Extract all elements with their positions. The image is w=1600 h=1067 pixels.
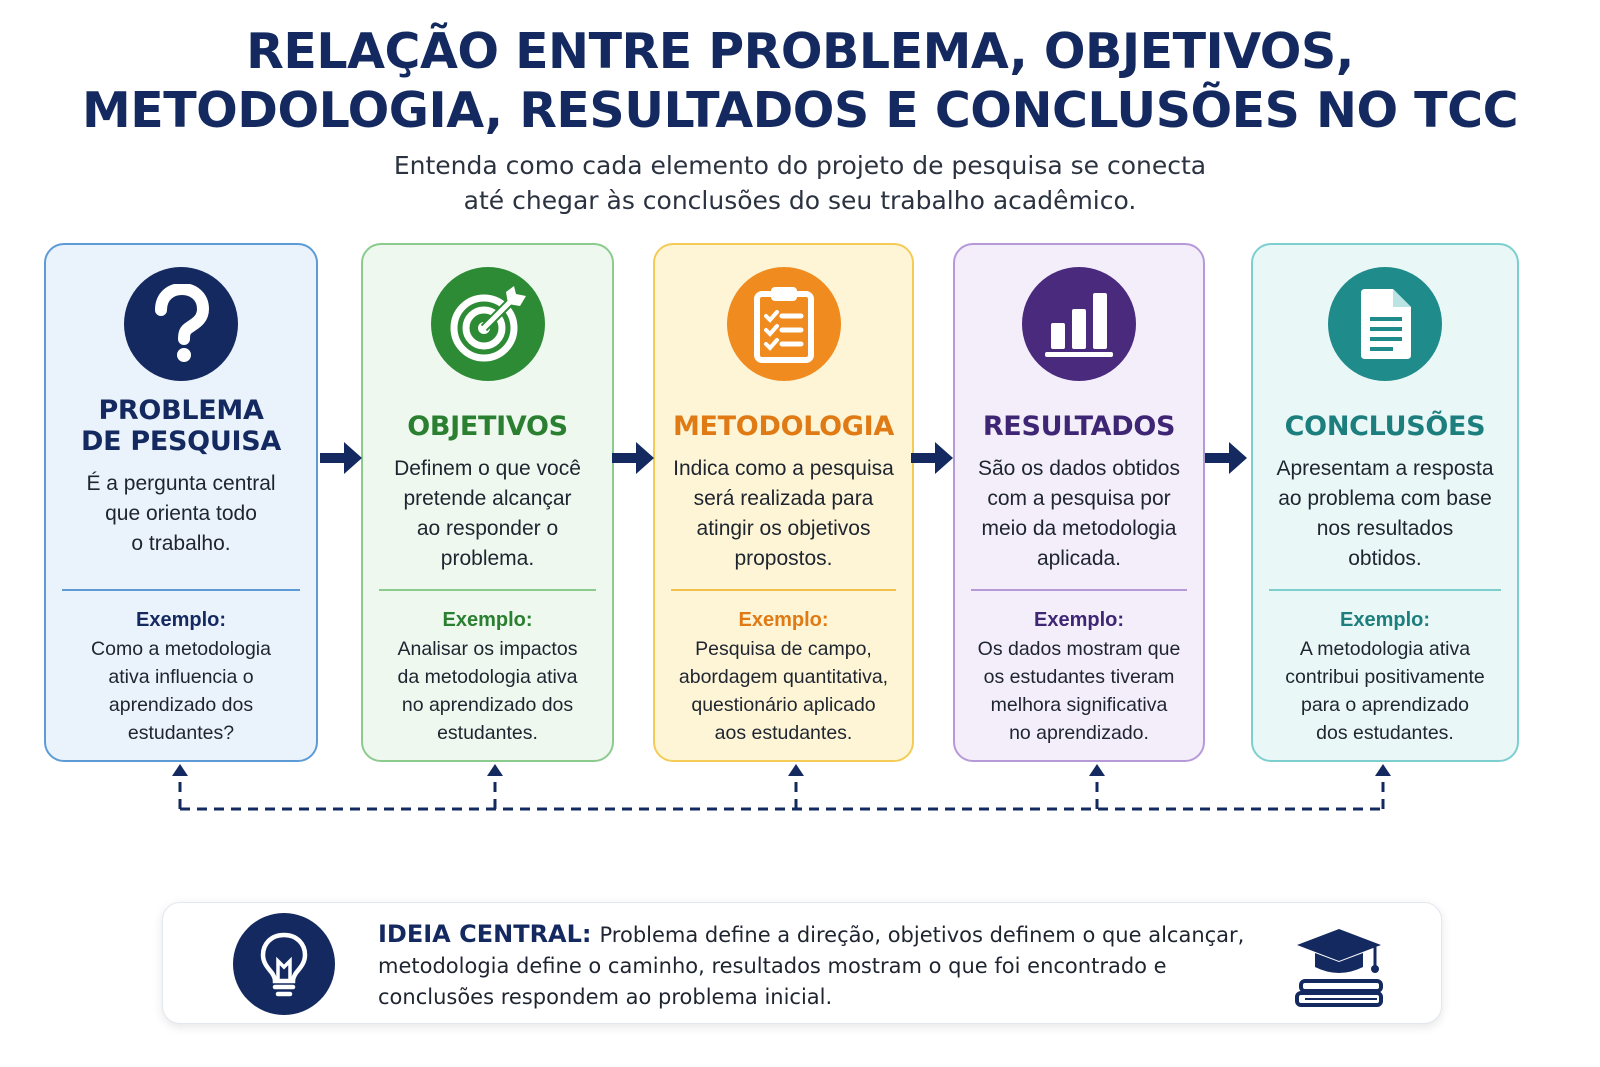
example-text: Os dados mostram que os estudantes tiver… [977, 638, 1181, 744]
card-divider [971, 589, 1187, 591]
document-icon [1361, 289, 1411, 359]
card-title: PROBLEMA DE PESQUISA [81, 395, 281, 457]
card-description: São os dados obtidos com a pesquisa por … [978, 457, 1180, 570]
feedback-connector [172, 764, 1391, 811]
card-divider [1269, 589, 1501, 591]
example-text: Pesquisa de campo, abordagem quantitativ… [678, 638, 889, 744]
arrow-up-icon [487, 764, 503, 776]
flow-arrow-icon [911, 442, 953, 474]
example-label: Exemplo: [442, 609, 533, 631]
example-label: Exemplo: [1033, 609, 1125, 631]
flow-arrow-icon [612, 442, 654, 474]
card-title: OBJETIVOS [407, 410, 568, 442]
example-label: Exemplo: [1339, 609, 1431, 631]
example-text: Como a metodologia ativa influencia o ap… [91, 638, 271, 744]
example-text: Analisar os impactos da metodologia ativ… [397, 638, 578, 744]
card-icon-circle [430, 267, 545, 381]
central-idea-banner: IDEIA CENTRAL:Problema define a direção,… [162, 902, 1442, 1024]
arrow-up-icon [788, 764, 804, 776]
card-icon-circle [124, 267, 238, 381]
card-description: Apresentam a resposta ao problema com ba… [1276, 457, 1494, 570]
arrow-up-icon [1089, 764, 1105, 776]
example-label: Exemplo: [738, 609, 829, 631]
central-idea-text: IDEIA CENTRAL:Problema define a direção,… [378, 919, 1258, 1013]
flow-arrow-icon [320, 442, 362, 474]
graduation-cap-books-icon [1295, 929, 1383, 1007]
bulb-circle [233, 913, 335, 1015]
card-icon-circle [726, 267, 841, 381]
title-line-2: METODOLOGIA, RESULTADOS E CONCLUSÕES NO … [81, 82, 1519, 139]
subtitle-line-1: Entenda como cada elemento do projeto de… [393, 151, 1207, 180]
card-resultados: RESULTADOS São os dados obtidos com a pe… [953, 243, 1205, 762]
arrow-up-icon [1375, 764, 1391, 776]
bar-chart-icon [1045, 293, 1113, 357]
arrow-up-icon [172, 764, 188, 776]
lightbulb-icon [260, 932, 308, 997]
card-divider [671, 589, 896, 591]
target-icon [450, 286, 526, 362]
central-idea-body: Problema define a direção, objetivos def… [378, 923, 1245, 1009]
card-title: RESULTADOS [982, 410, 1176, 442]
title-line-1: RELAÇÃO ENTRE PROBLEMA, OBJETIVOS, [246, 23, 1354, 80]
card-conclusoes: CONCLUSÕES Apresentam a resposta ao prob… [1251, 243, 1519, 762]
page-subtitle: Entenda como cada elemento do projeto de… [0, 148, 1600, 218]
card-description: Definem o que você pretende alcançar ao … [394, 457, 581, 570]
card-icon-circle [1328, 267, 1442, 381]
card-objetivos: OBJETIVOS Definem o que você pretende al… [361, 243, 614, 762]
central-idea-label: IDEIA CENTRAL: [378, 920, 592, 948]
card-divider [379, 589, 596, 591]
card-title: METODOLOGIA [672, 410, 895, 442]
card-description: Indica como a pesquisa será realizada pa… [673, 457, 894, 570]
card-divider [62, 589, 300, 591]
question-mark-icon [155, 284, 210, 362]
card-description: É a pergunta central que orienta todo o … [86, 472, 276, 555]
example-text: A metodologia ativa contribui positivame… [1285, 638, 1485, 744]
clipboard-checklist-icon [753, 287, 814, 363]
flow-arrow-icon [1205, 442, 1247, 474]
page-title: RELAÇÃO ENTRE PROBLEMA, OBJETIVOS, METOD… [0, 22, 1600, 140]
card-problema: PROBLEMA DE PESQUISA É a pergunta centra… [44, 243, 318, 762]
card-icon-circle [1022, 267, 1136, 381]
subtitle-line-2: até chegar às conclusões do seu trabalho… [463, 186, 1137, 215]
example-label: Exemplo: [135, 609, 227, 631]
card-title: CONCLUSÕES [1284, 410, 1486, 442]
card-metodologia: METODOLOGIA Indica como a pesquisa será … [653, 243, 914, 762]
